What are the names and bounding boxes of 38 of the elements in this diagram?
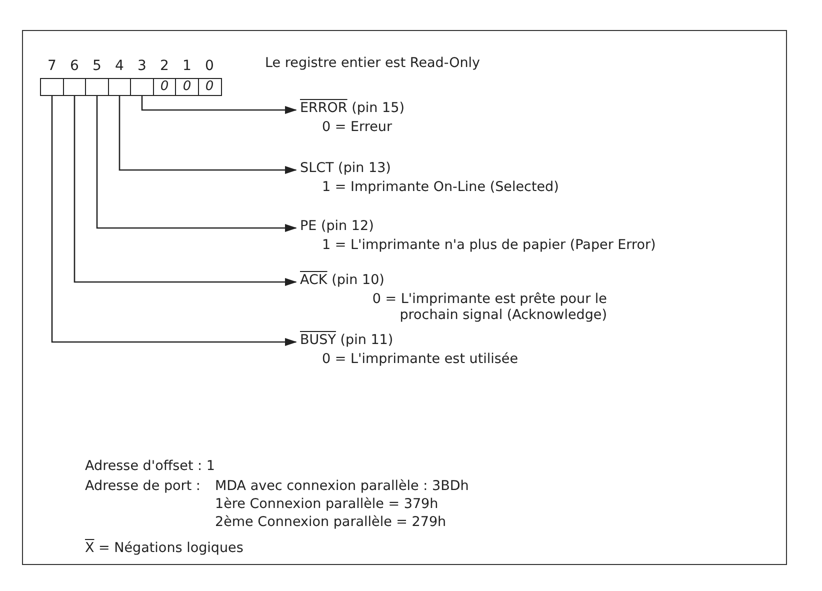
bit-number: 5 <box>92 58 102 74</box>
signal-name: ACK (pin 10) <box>300 272 386 288</box>
register-note: Le registre entier est Read-Only <box>265 55 480 71</box>
bit-number: 4 <box>114 58 125 74</box>
bit-cell <box>85 78 109 96</box>
port-address: 1ère Connexion parallèle = 379h <box>215 496 438 512</box>
signal-name: PE (pin 12) <box>300 218 375 234</box>
bit-value: 0 <box>152 78 176 96</box>
port-address: MDA avec connexion parallèle : 3BDh <box>215 478 469 494</box>
bit-cell <box>40 78 64 96</box>
bit-number: 6 <box>69 58 80 74</box>
bit-number: 0 <box>204 58 215 74</box>
arrow <box>118 96 297 174</box>
bit-value: 0 <box>198 78 222 96</box>
arrow <box>74 96 297 286</box>
signal-description: 0 = L'imprimante est prête pour le prochain signal (Acknowledge) <box>371 291 607 323</box>
signal-name: SLCT (pin 13) <box>300 160 392 176</box>
signal-name: BUSY (pin 11) <box>300 332 394 348</box>
port-address: 2ème Connexion parallèle = 279h <box>215 514 446 530</box>
arrow <box>96 96 297 232</box>
bit-value: 0 <box>175 78 199 96</box>
arrow <box>141 96 297 114</box>
bit-number: 2 <box>159 58 170 74</box>
port-address-label: Adresse de port : <box>85 478 200 494</box>
bit-cell <box>62 78 86 96</box>
bit-cell <box>108 78 132 96</box>
signal-name: ERROR (pin 15) <box>300 100 404 116</box>
signal-description: 0 = Erreur <box>322 119 393 135</box>
offset-address: Adresse d'offset : 1 <box>85 458 215 474</box>
bit-number: 7 <box>46 58 58 74</box>
negation-note: X = Négations logiques <box>85 540 244 556</box>
signal-description: 1 = Imprimante On-Line (Selected) <box>322 179 559 195</box>
signal-description: 1 = L'imprimante n'a plus de papier (Paper Error) <box>322 237 656 253</box>
bit-number: 1 <box>182 58 192 74</box>
arrow <box>51 96 297 346</box>
bit-number: 3 <box>136 58 148 74</box>
signal-description: 0 = L'imprimante est utilisée <box>322 351 518 367</box>
bit-cell <box>130 78 154 96</box>
